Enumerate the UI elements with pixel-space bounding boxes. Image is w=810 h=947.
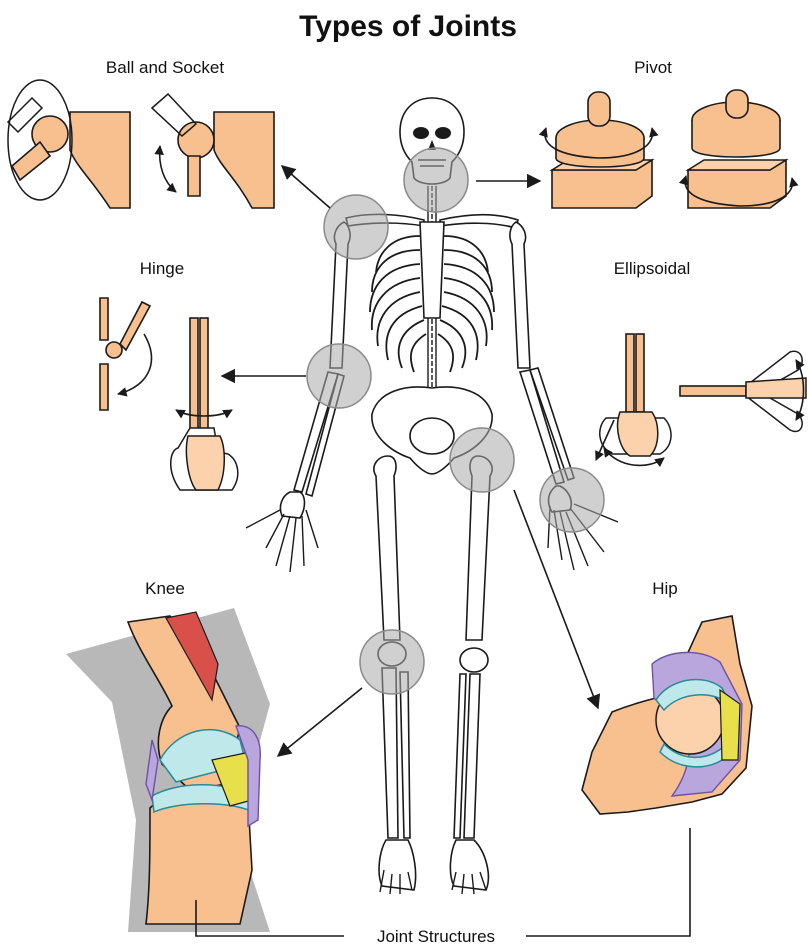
ball-and-socket-illustration xyxy=(8,80,274,208)
knee-cross-section xyxy=(66,608,270,932)
ellipsoidal-illustration xyxy=(596,334,806,465)
left-eye-socket xyxy=(413,127,429,139)
hip-cross-section xyxy=(582,616,752,814)
right-eye-socket xyxy=(435,127,451,139)
hip-label: Hip xyxy=(652,579,678,598)
neck-joint-highlight xyxy=(404,148,468,212)
ellipsoidal-label: Ellipsoidal xyxy=(614,259,691,278)
wrist-joint-highlight xyxy=(540,468,604,532)
right-clavicle xyxy=(440,215,518,228)
knee-label: Knee xyxy=(145,579,185,598)
right-tibia xyxy=(464,674,480,838)
right-upper-arm xyxy=(510,222,530,368)
ball-and-socket-label: Ball and Socket xyxy=(106,58,224,77)
right-kneecap xyxy=(460,648,488,672)
knee-to-knee-section-arrow xyxy=(278,688,362,756)
elbow-joint-highlight xyxy=(307,344,371,408)
hip-joint-highlight xyxy=(450,428,514,492)
joint-structures-label: Joint Structures xyxy=(377,927,495,946)
hinge-illustration xyxy=(100,298,238,490)
pivot-illustration xyxy=(545,90,793,208)
right-foot xyxy=(450,840,488,890)
left-femur xyxy=(374,456,400,640)
skeleton-figure xyxy=(246,98,618,894)
joint-structures-bracket: Joint Structures xyxy=(196,828,690,946)
knee-joint-highlight xyxy=(360,630,424,694)
hinge-label: Hinge xyxy=(140,259,184,278)
pivot-label: Pivot xyxy=(634,58,672,77)
page-title: Types of Joints xyxy=(299,10,517,43)
shoulder-to-ball-and-socket-arrow xyxy=(282,166,330,208)
left-hand xyxy=(246,492,318,572)
shoulder-joint-highlight xyxy=(324,195,388,259)
